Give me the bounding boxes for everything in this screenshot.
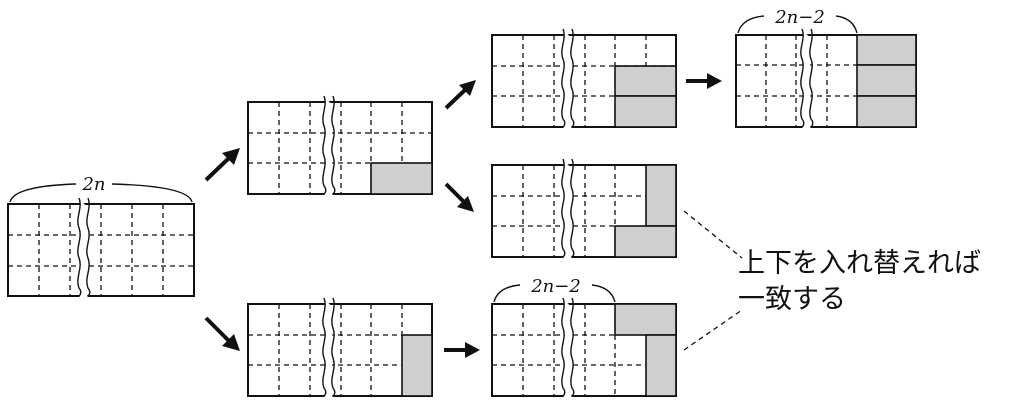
break-mark	[561, 158, 575, 267]
break-mark	[322, 95, 336, 204]
grid-step2-bottom: 2n−2	[491, 276, 677, 406]
grid-initial: 2n	[7, 174, 195, 306]
tile-horizontal	[856, 64, 917, 97]
width-brace-reduced	[737, 15, 858, 34]
note-line-1: 上下を入れ替えれば	[738, 248, 981, 279]
tile-horizontal	[614, 303, 677, 336]
break-mark	[800, 28, 814, 137]
leader-line-lower	[683, 309, 743, 351]
arrow	[444, 80, 476, 110]
arrow	[204, 148, 240, 182]
tile-vertical	[645, 164, 677, 227]
break-mark	[322, 297, 336, 406]
tile-vertical	[401, 334, 433, 397]
width-brace-reduced	[493, 284, 616, 303]
tile-horizontal	[856, 34, 917, 66]
break-mark	[561, 297, 575, 406]
note-line-2: 一致する	[738, 284, 846, 315]
grid-step2-middle	[491, 158, 677, 267]
tile-horizontal	[856, 95, 917, 128]
width-label-2n-2: 2n−2	[774, 7, 825, 28]
break-mark	[561, 28, 575, 137]
tile-horizontal	[370, 162, 433, 195]
tile-horizontal	[614, 65, 677, 97]
tile-horizontal	[614, 95, 677, 128]
break-mark	[77, 197, 91, 306]
width-label-2n: 2n	[81, 174, 105, 195]
arrow	[204, 316, 240, 351]
grid-step1-upper	[247, 95, 433, 204]
grid-step3-top: 2n−2	[735, 7, 917, 137]
grid-step1-lower	[247, 297, 433, 406]
grid-step2-top	[491, 28, 677, 137]
tile-vertical	[645, 334, 677, 397]
width-label-2n-2: 2n−2	[530, 276, 581, 297]
leader-line-upper	[683, 210, 743, 259]
arrow	[444, 342, 480, 358]
width-brace-initial	[9, 183, 193, 203]
arrow	[686, 73, 722, 89]
tile-horizontal	[614, 225, 677, 258]
arrow	[444, 182, 474, 212]
